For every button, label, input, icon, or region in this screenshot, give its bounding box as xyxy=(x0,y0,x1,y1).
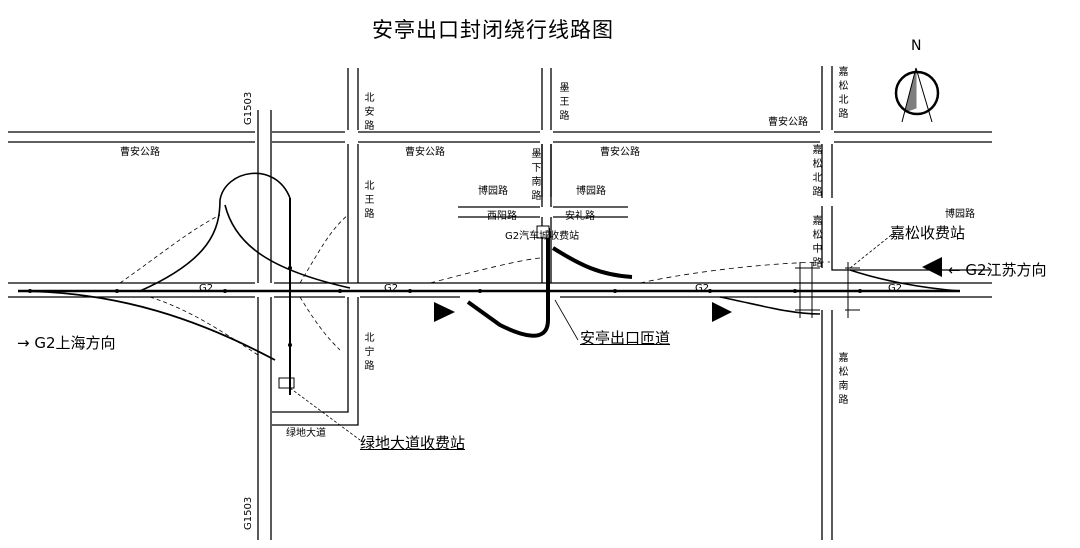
map-title: 安亭出口封闭绕行线路图 xyxy=(372,18,614,42)
road-label-g2: G2 xyxy=(695,283,710,294)
road-label-g1503: G1503 xyxy=(243,496,254,530)
road-label-caoan: 曹安公路 xyxy=(768,117,808,128)
north-compass-icon xyxy=(894,67,940,123)
jiasong-south-road xyxy=(821,310,833,540)
to-shanghai-label: → G2上海方向 xyxy=(17,334,116,352)
road-grid xyxy=(8,66,992,540)
road-label-beian: 北安路 xyxy=(362,92,373,134)
road-label-jiasong-south: 嘉松南路 xyxy=(836,352,847,408)
jiasong-road xyxy=(821,66,833,198)
road-label-beiwang: 北王路 xyxy=(362,180,373,222)
road-label-jiasong-mid: 嘉松中路 xyxy=(810,215,821,271)
road-label-moyu-south: 墨下南路 xyxy=(529,148,540,204)
g2-car-city-toll-box xyxy=(536,225,550,239)
road-label-xiyang: 西阳路 xyxy=(487,211,517,222)
road-label-g2: G2 xyxy=(888,283,903,294)
to-jiangsu-label: ← G2江苏方向 xyxy=(948,261,1047,279)
jiasong-toll-label: 嘉松收费站 xyxy=(890,224,966,242)
g2-car-city-toll-label: G2汽车城收费站 xyxy=(505,231,580,242)
lvdi-toll-label: 绿地大道收费站 xyxy=(360,434,466,452)
lvdi-toll-box xyxy=(278,377,295,389)
road-label-caoan: 曹安公路 xyxy=(600,147,640,158)
road-label-g2: G2 xyxy=(199,283,214,294)
road-label-boyuan: 博园路 xyxy=(945,209,975,220)
road-label-caoan: 曹安公路 xyxy=(120,147,160,158)
beiwang-road xyxy=(347,68,359,283)
direction-triangle-east-2 xyxy=(712,302,732,322)
road-label-jiasong-north: 嘉松北路 xyxy=(836,66,847,122)
road-label-boyuan: 博园路 xyxy=(478,186,508,197)
road-label-beining: 北宁路 xyxy=(362,332,373,374)
road-label-lvdi: 绿地大道 xyxy=(286,428,326,439)
road-label-boyuan: 博园路 xyxy=(576,186,606,197)
moyu-road xyxy=(541,68,552,197)
anting-entry-ramp xyxy=(551,246,633,279)
anting-ramp-label: 安亭出口匝道 xyxy=(580,329,671,347)
left-interchange-ramp xyxy=(139,172,291,292)
direction-triangle-west xyxy=(922,257,942,277)
route-arrows xyxy=(28,266,862,347)
road-label-g2: G2 xyxy=(384,283,399,294)
beiwang-south-road xyxy=(272,297,359,426)
road-label-jiasong-north: 嘉松北路 xyxy=(810,144,821,200)
road-label-caoan: 曹安公路 xyxy=(405,147,445,158)
anting-exit-ramp xyxy=(466,228,550,338)
lower-ramp xyxy=(19,290,276,361)
road-label-anli: 安礼路 xyxy=(565,211,595,222)
g1503-road xyxy=(257,110,272,540)
direction-triangle-east-1 xyxy=(434,302,455,322)
g2-expressway-edges xyxy=(8,282,992,298)
compass-north-label: N xyxy=(911,38,922,54)
xiyang-anli-road xyxy=(458,206,628,218)
road-label-g1503: G1503 xyxy=(243,91,254,125)
road-label-moyu: 墨王路 xyxy=(557,82,568,124)
